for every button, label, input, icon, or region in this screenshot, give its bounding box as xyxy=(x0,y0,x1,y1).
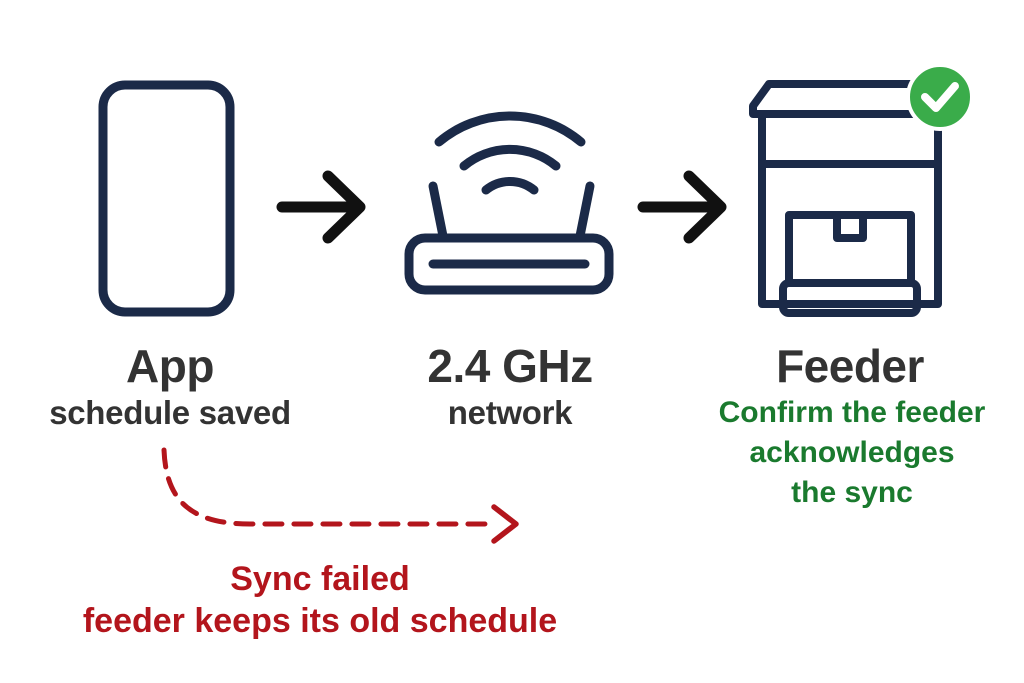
feeder-confirm-note: Confirm the feeder acknowledges the sync xyxy=(692,393,1012,513)
arrow-app-to-network xyxy=(276,170,366,244)
app-subtitle: schedule saved xyxy=(49,394,291,431)
feeder-confirm-line-3: the sync xyxy=(791,476,913,509)
sync-failed-note: Sync failed feeder keeps its old schedul… xyxy=(20,558,620,642)
arrow-network-to-feeder xyxy=(637,170,727,244)
feeder-confirm-line-1: Confirm the feeder xyxy=(718,396,986,429)
app-title: App xyxy=(126,340,214,392)
sync-failed-title: Sync failed xyxy=(230,560,410,598)
wifi-router-icon xyxy=(404,111,614,295)
sync-failed-detail: feeder keeps its old schedule xyxy=(82,602,558,640)
network-subtitle: network xyxy=(447,394,573,431)
smartphone-icon xyxy=(98,80,235,317)
failed-sync-path xyxy=(161,447,519,544)
feeder-title: Feeder xyxy=(776,340,924,392)
feeder-confirm-line-2: acknowledges xyxy=(749,436,955,469)
network-title: 2.4 GHz xyxy=(427,340,593,392)
failed-sync-arrowhead xyxy=(491,504,519,544)
check-badge-icon xyxy=(906,63,974,131)
